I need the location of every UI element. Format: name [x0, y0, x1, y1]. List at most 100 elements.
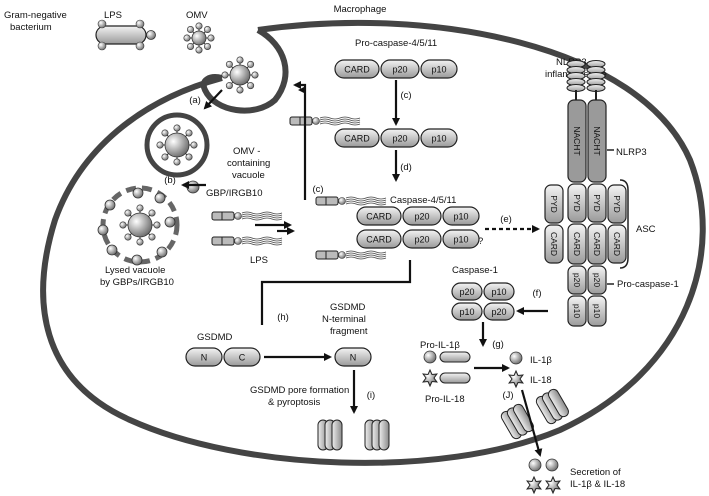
caspase-dimer-top-p20-label: p20 — [414, 212, 429, 222]
gsdmd-n-domain-shape — [185, 347, 223, 367]
caspase-1-p10-b-label: p10 — [459, 307, 474, 317]
gbp-bound-1 — [97, 224, 109, 236]
lps-molecule-mid-2-chain — [241, 240, 283, 244]
pro-casp1-p20-0: p20 — [567, 265, 587, 295]
lps-molecule-casp-1-chain — [345, 196, 387, 200]
omv-in-lysed-vacuole-bead — [153, 221, 161, 229]
caspase-dimer-bottom-card: CARD — [356, 229, 402, 249]
lps-molecule-top-chain — [319, 118, 361, 122]
caspase-dimer-top-p20: p20 — [402, 206, 442, 226]
omv-in-vacuole-core — [164, 132, 190, 158]
caspase-dimer-bottom-card-label: CARD — [366, 235, 392, 245]
asc-card-0-shape — [544, 224, 564, 264]
secreted-il1b-2 — [545, 458, 559, 472]
pro-caspase-p10-label: p10 — [431, 65, 446, 75]
pore-formation-label-line2: & pyroptosis — [268, 397, 321, 408]
il1b-mature — [509, 351, 523, 365]
pro-il18-label: Pro-IL-18 — [425, 394, 465, 405]
caspase-dimer-bottom-p10-shape — [442, 229, 480, 249]
gsdmd-pore-1-subunit — [331, 419, 343, 451]
bacterium-body — [95, 25, 147, 45]
lysed-vacuole-label-line2: by GBPs/IRGB10 — [100, 277, 174, 288]
omv-in-vesicle — [221, 56, 259, 94]
gbp-bound-6 — [132, 187, 144, 199]
caspase-label: Caspase-4/5/11 — [390, 195, 456, 206]
asc-card-3-label: CARD — [612, 232, 622, 256]
omv-in-lysed-vacuole-bead — [148, 209, 156, 217]
bacterium-label-line2: bacterium — [10, 22, 52, 33]
pro-caspase-lps-p20: p20 — [380, 128, 420, 148]
omv-in-vacuole-bead — [173, 124, 181, 132]
lps-molecule-top-chain — [319, 120, 361, 124]
pro-caspase-lps-p10-label: p10 — [431, 134, 446, 144]
pro-caspase-lps-p10-shape — [420, 128, 458, 148]
caspase-1-p20-a: p20 — [451, 282, 483, 301]
lps-molecule-top-chain — [319, 116, 361, 120]
lps-molecule-mid-2-chain — [241, 236, 283, 240]
omv-particle-bead — [203, 26, 211, 34]
gsdmd-pore-3-subunit — [512, 403, 534, 433]
caspase-dimer-top-p20-shape — [402, 206, 442, 226]
caspase-1-label: Caspase-1 — [452, 265, 498, 276]
lps-molecule-casp-2-bead — [338, 251, 346, 259]
omv-in-lysed-vacuole-bead — [124, 233, 132, 241]
gbp-bound-2 — [106, 244, 118, 256]
arrow-c-up — [293, 81, 307, 200]
lps-molecule-casp-1-chain — [345, 198, 387, 202]
pro-caspase-card: CARD — [334, 59, 380, 79]
pro-caspase-label: Pro-caspase-4/5/11 — [355, 38, 437, 49]
caspase-1-p20-a-label: p20 — [459, 287, 474, 297]
gbp-ball — [186, 180, 200, 194]
lps-molecule-top-bead — [312, 117, 320, 125]
gsdmd-c-domain: C — [223, 347, 261, 367]
asc-label: ASC — [636, 224, 656, 235]
pro-il1b-prodomain — [439, 351, 471, 363]
bacterium-bead — [97, 19, 107, 29]
secretion-label-line2: IL-1β & IL-18 — [570, 479, 625, 490]
asc-pyd-0-label: PYD — [549, 195, 559, 212]
pro-casp1-p20-0-label: p20 — [572, 273, 582, 287]
il1b-label: IL-1β — [530, 355, 552, 366]
lps-molecule-mid-1-chain — [241, 211, 283, 215]
asc-pyd-3-shape — [607, 184, 627, 224]
asc-pyd-0: PYD — [544, 184, 564, 224]
caspase-dimer-top-card: CARD — [356, 206, 402, 226]
nacht-domain-0-shape — [567, 99, 587, 183]
pro-il1b-label: Pro-IL-1β — [420, 340, 460, 351]
caspase-1-p10-b: p10 — [451, 302, 483, 321]
gsdmd-c-domain-shape — [223, 347, 261, 367]
pro-caspase-lps-card: CARD — [334, 128, 380, 148]
caspase-dimer-top-card-label: CARD — [366, 212, 392, 222]
pro-caspase-p10: p10 — [420, 59, 458, 79]
lps-molecule-mid-1-bead — [234, 212, 242, 220]
gsdmd-fragment-label-line1: GSDMD — [330, 302, 366, 313]
caspase-1-p20-b: p20 — [483, 302, 515, 321]
gsdmd-pore-2 — [364, 419, 390, 451]
asc-bracket — [619, 179, 629, 269]
lps-label-mid: LPS — [250, 255, 268, 266]
step-label-a: (a) — [189, 95, 201, 106]
nlrp3-pyd-0-shape — [567, 183, 587, 223]
gsdmd-label: GSDMD — [197, 332, 233, 343]
asc-card-3-shape — [607, 224, 627, 264]
omv-in-vacuole-bead — [185, 129, 193, 137]
omv-vacuole-label-line1: OMV - — [233, 146, 260, 157]
asc-pyd-3: PYD — [607, 184, 627, 224]
secreted-il18-1 — [526, 475, 542, 495]
omv-particle-core — [191, 30, 207, 46]
lps-molecule-mid-2 — [211, 236, 283, 246]
asc-card-0-label: CARD — [549, 232, 559, 256]
omv-particle-bead — [187, 42, 195, 50]
nlrp3-pyd-1-shape — [587, 183, 607, 223]
gsdmd-fragment-label-line3: fragment — [330, 326, 368, 337]
pore-formation-label-line1: GSDMD pore formation — [250, 385, 349, 396]
bacterium-omv-bud — [146, 30, 156, 40]
arrow-a — [203, 89, 223, 110]
lps-molecule-mid-1-chain — [241, 213, 283, 217]
gsdmd-pore-3 — [500, 403, 534, 440]
omv-vacuole-label-line3: vacuole — [232, 170, 265, 181]
lps-molecule-casp-1-chain — [345, 200, 387, 204]
pro-caspase-p20-label: p20 — [392, 65, 407, 75]
gsdmd-n-domain-label: N — [201, 353, 208, 363]
omv-particle — [183, 22, 215, 54]
